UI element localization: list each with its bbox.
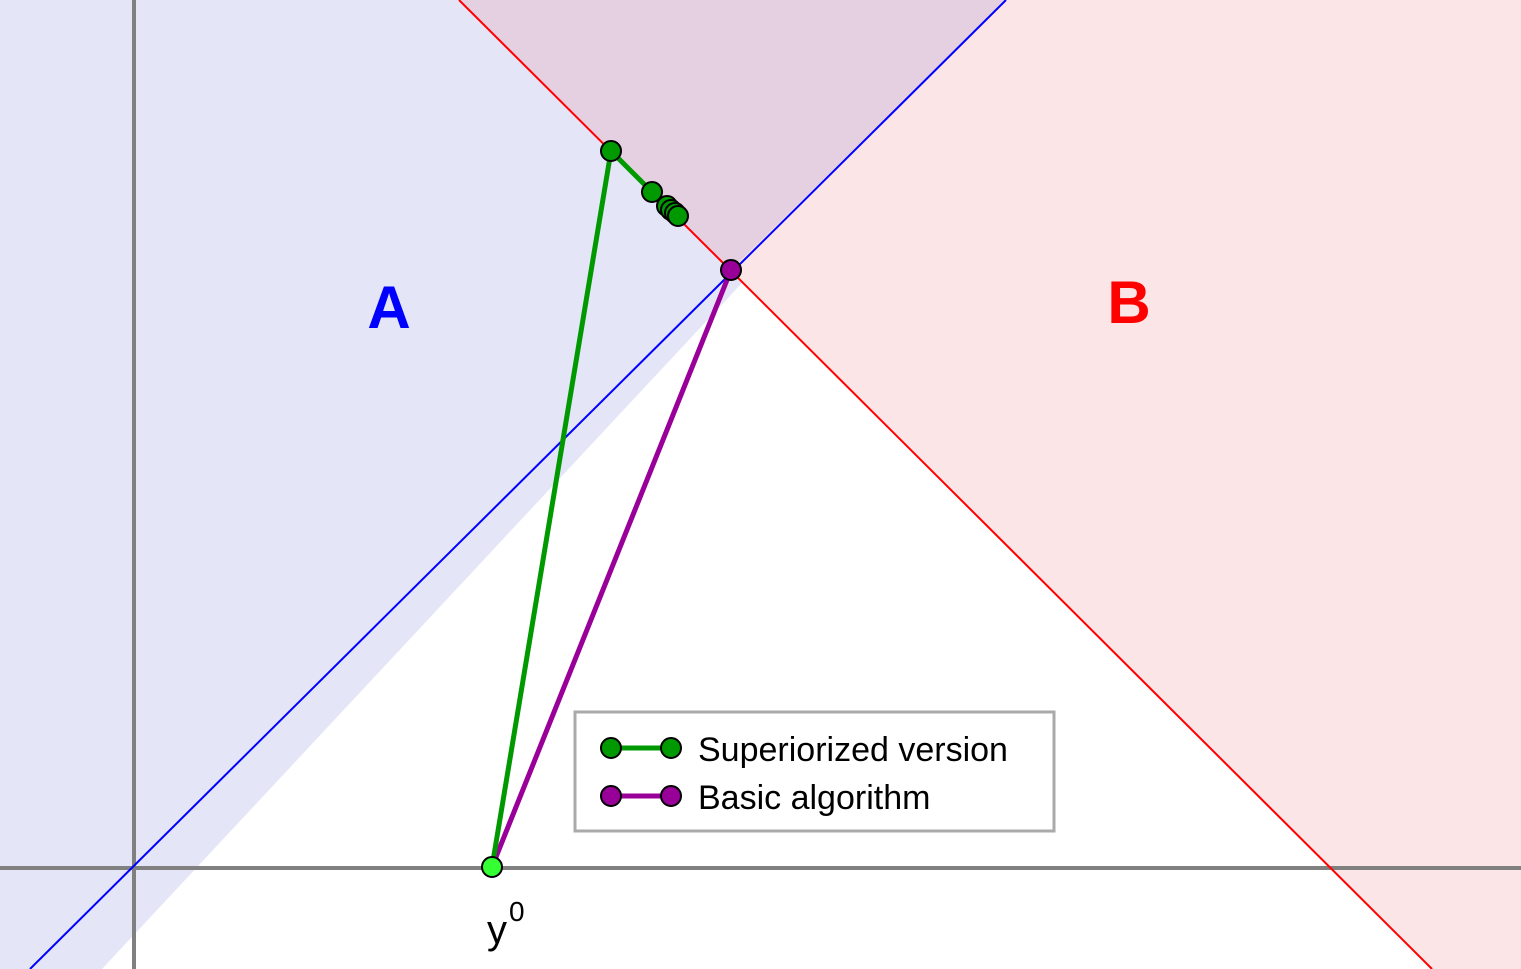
superiorized-point — [600, 140, 622, 162]
start-point-label: y0 — [487, 896, 525, 952]
superiorized-point — [641, 181, 663, 203]
basic-path-segment — [489, 269, 734, 868]
legend-superiorized-label: Superiorized version — [698, 731, 1008, 769]
legend: Superiorized version Basic algorithm — [573, 710, 1056, 833]
set-a-label: A — [367, 274, 410, 341]
region-overlap — [459, 0, 1006, 270]
legend-basic-marker — [660, 785, 682, 807]
start-point-label-sup: 0 — [509, 896, 525, 927]
legend-superiorized-marker — [660, 737, 682, 759]
legend-basic-label: Basic algorithm — [698, 779, 930, 817]
start-point — [481, 856, 503, 878]
basic-point — [720, 259, 742, 281]
legend-box — [573, 710, 1056, 833]
legend-basic-marker — [600, 785, 622, 807]
legend-superiorized-marker — [600, 737, 622, 759]
start-point-label-base: y — [487, 908, 507, 952]
superiorized-point — [667, 205, 689, 227]
set-b-label: B — [1107, 269, 1150, 336]
boundary-a — [29, 0, 1007, 969]
